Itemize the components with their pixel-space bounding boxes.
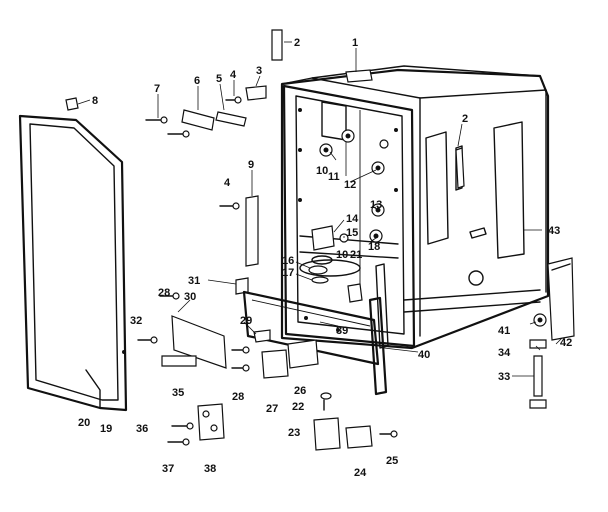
callout-24: 24 xyxy=(354,467,367,479)
callout-10-upper: 10 xyxy=(316,165,328,177)
callout-2-top: 2 xyxy=(294,37,300,49)
callout-32: 32 xyxy=(130,315,142,327)
callout-23: 23 xyxy=(288,427,300,439)
callout-33: 33 xyxy=(498,371,510,383)
callout-15: 15 xyxy=(346,227,358,239)
callout-5: 5 xyxy=(216,73,222,85)
callout-11: 11 xyxy=(328,171,340,183)
callout-39: 39 xyxy=(336,325,348,337)
callout-29: 29 xyxy=(240,315,252,327)
callout-25: 25 xyxy=(386,455,398,467)
callout-41: 41 xyxy=(498,325,510,337)
callout-30: 30 xyxy=(184,291,196,303)
callout-40: 40 xyxy=(418,349,430,361)
callout-7: 7 xyxy=(154,83,160,95)
callout-4-mid: 4 xyxy=(224,177,231,189)
callout-1: 1 xyxy=(352,37,358,49)
callout-3: 3 xyxy=(256,65,262,77)
callout-34: 34 xyxy=(498,347,511,359)
tub-assembly xyxy=(280,65,550,350)
callout-28-lower: 28 xyxy=(232,391,244,403)
callout-20: 20 xyxy=(78,417,90,429)
callout-21: 21 xyxy=(350,249,362,261)
callout-26: 26 xyxy=(294,385,306,397)
callout-labels: 1 2 2 3 4 4 5 6 7 8 9 10 10 11 12 13 14 … xyxy=(78,37,572,479)
leader-lines xyxy=(77,41,563,377)
callout-42: 42 xyxy=(560,337,572,349)
callout-12: 12 xyxy=(344,179,356,191)
top-small-parts xyxy=(145,29,465,189)
callout-22: 22 xyxy=(292,401,304,413)
callout-8: 8 xyxy=(92,95,98,107)
callout-27: 27 xyxy=(266,403,278,415)
lower-centre-parts xyxy=(261,339,398,451)
callout-10-lower: 10 xyxy=(336,249,348,261)
right-side-parts xyxy=(529,257,575,409)
lower-left-parts xyxy=(137,292,271,446)
callout-13: 13 xyxy=(370,199,382,211)
callout-31: 31 xyxy=(188,275,200,287)
callout-6: 6 xyxy=(194,75,200,87)
callout-4-top: 4 xyxy=(230,69,237,81)
callout-9: 9 xyxy=(248,159,254,171)
callout-18: 18 xyxy=(368,241,380,253)
door-gasket xyxy=(18,97,128,412)
callout-37: 37 xyxy=(162,463,174,475)
callout-38: 38 xyxy=(204,463,216,475)
callout-43: 43 xyxy=(548,225,560,237)
callout-36: 36 xyxy=(136,423,148,435)
door-frame-parts xyxy=(219,195,389,396)
callout-16: 16 xyxy=(282,255,294,267)
callout-28-upper: 28 xyxy=(158,287,170,299)
callout-2-side: 2 xyxy=(462,113,468,125)
callout-35: 35 xyxy=(172,387,184,399)
callout-19: 19 xyxy=(100,423,112,435)
callout-17: 17 xyxy=(282,267,294,279)
callout-14: 14 xyxy=(346,213,359,225)
